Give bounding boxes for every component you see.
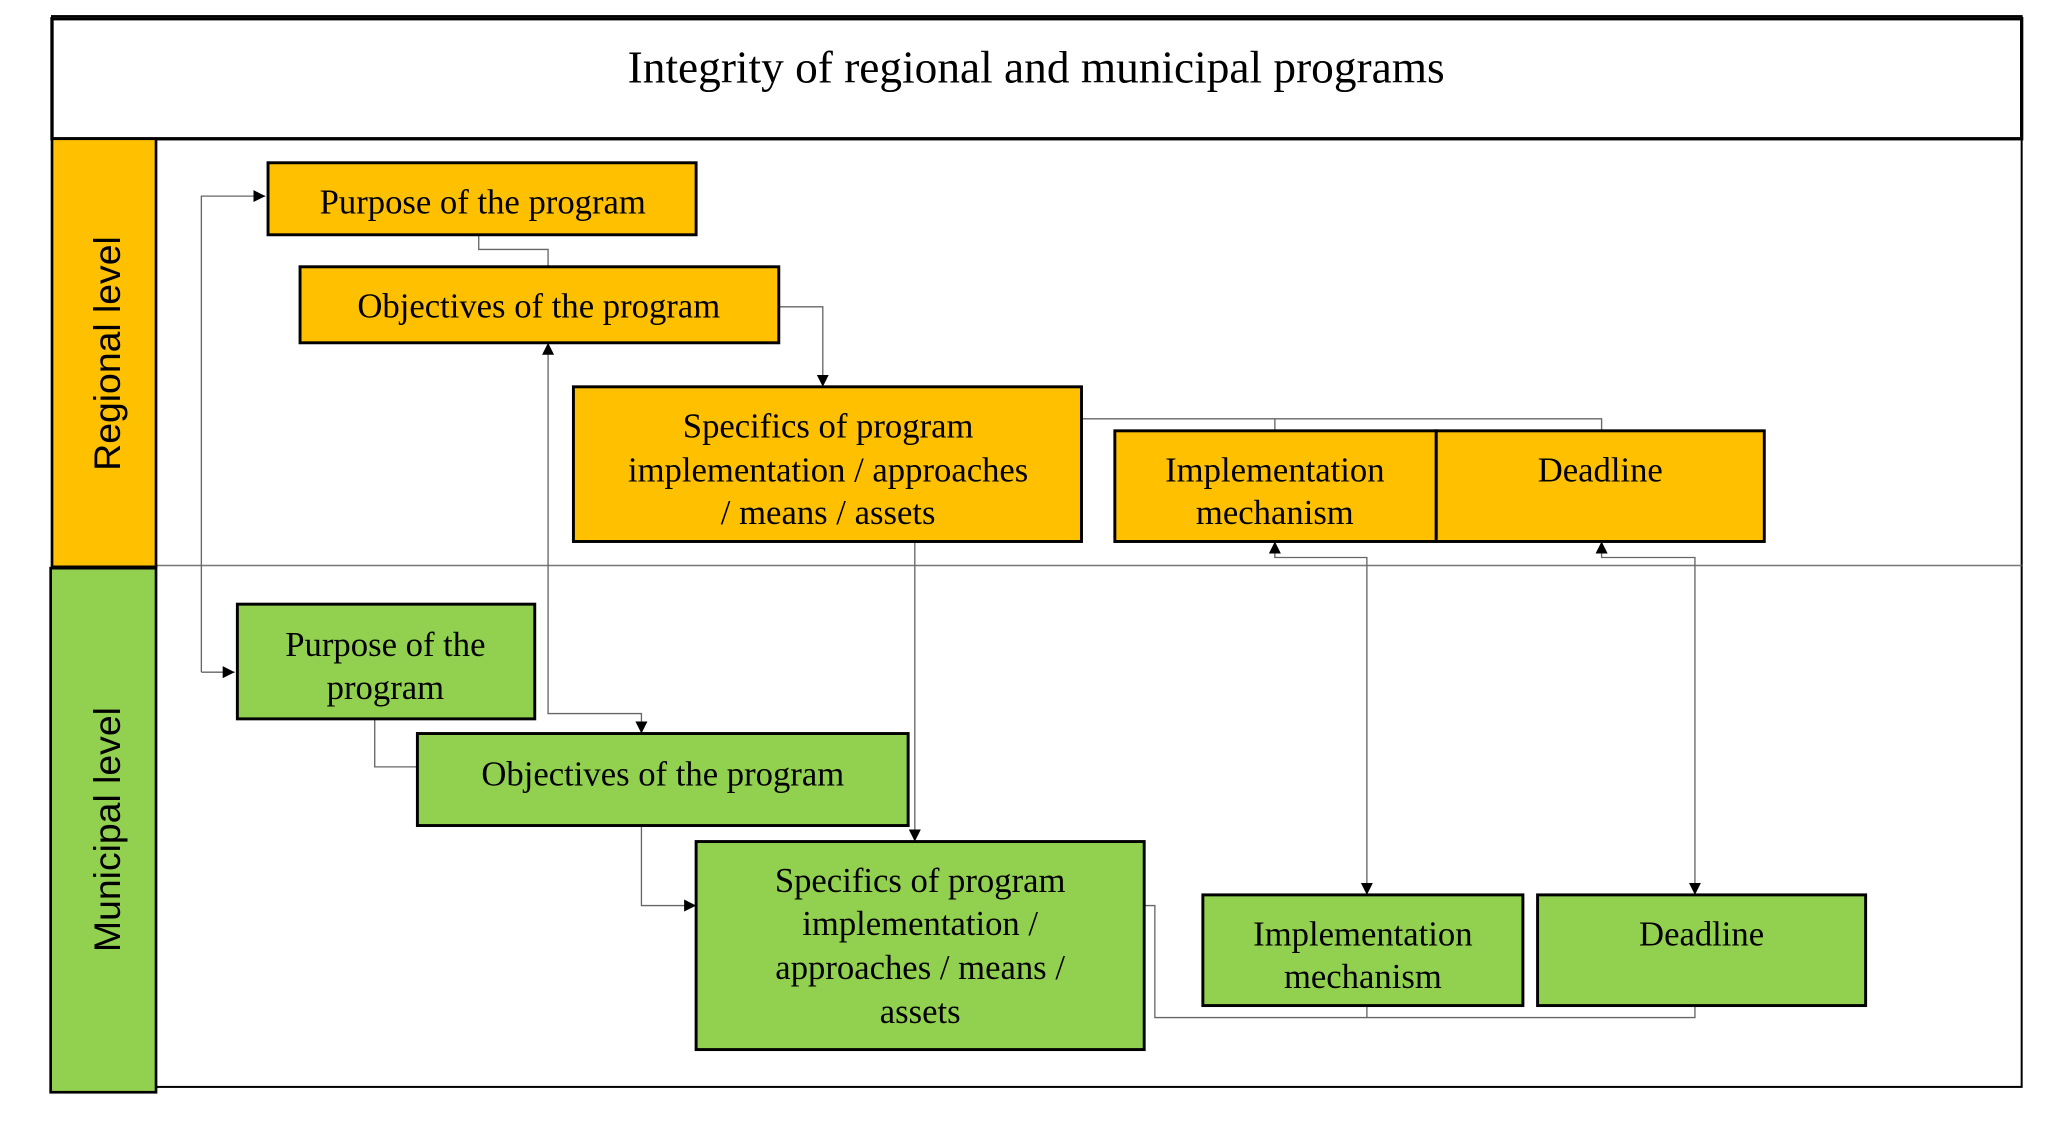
municipal-level-bar	[49, 566, 158, 1094]
diagram-title: Integrity of regional and municipal prog…	[628, 43, 1445, 93]
municipal-mechanism-box: Implementation mechanism	[1201, 893, 1525, 1008]
svg-text:Purpose of the: Purpose of the	[285, 626, 485, 664]
svg-text:Implementation: Implementation	[1253, 916, 1472, 954]
title-box	[50, 17, 2024, 141]
municipal-deadline-box: Deadline	[1536, 893, 1868, 1008]
regional-level-label: Regional level	[86, 236, 128, 470]
connectors	[200, 190, 1701, 1019]
svg-text:Objectives of the program: Objectives of the program	[481, 756, 844, 794]
svg-text:Objectives of the program: Objectives of the program	[357, 287, 720, 325]
municipal-specifics-box: Specifics of program implementation / ap…	[694, 840, 1146, 1052]
regional-mechanism-box: Implementation mechanism	[1113, 429, 1438, 543]
svg-text:approaches / means /: approaches / means /	[775, 949, 1065, 987]
svg-text:Specifics of program: Specifics of program	[683, 407, 974, 445]
svg-text:Specifics of program: Specifics of program	[775, 862, 1066, 900]
svg-text:implementation /: implementation /	[802, 905, 1038, 943]
municipal-objectives-box: Objectives of the program	[415, 732, 910, 828]
regional-purpose-box: Purpose of the program	[266, 161, 698, 237]
svg-text:mechanism: mechanism	[1284, 958, 1442, 996]
regional-objectives-box: Objectives of the program	[298, 265, 781, 345]
svg-text:implementation / approaches: implementation / approaches	[628, 451, 1028, 489]
regional-specifics-box: Specifics of program implementation / ap…	[571, 385, 1083, 543]
svg-text:program: program	[327, 669, 444, 707]
svg-text:Deadline: Deadline	[1639, 916, 1764, 954]
svg-text:Deadline: Deadline	[1538, 451, 1663, 489]
svg-text:Implementation: Implementation	[1165, 451, 1384, 489]
regional-deadline-box: Deadline	[1434, 429, 1766, 543]
municipal-purpose-box: Purpose of the program	[235, 602, 537, 721]
svg-text:/ means / assets: / means / assets	[721, 494, 936, 532]
svg-text:Purpose of the program: Purpose of the program	[320, 183, 646, 221]
svg-text:mechanism: mechanism	[1196, 494, 1354, 532]
municipal-level-label: Municipal level	[86, 707, 128, 952]
svg-text:assets: assets	[880, 993, 961, 1031]
